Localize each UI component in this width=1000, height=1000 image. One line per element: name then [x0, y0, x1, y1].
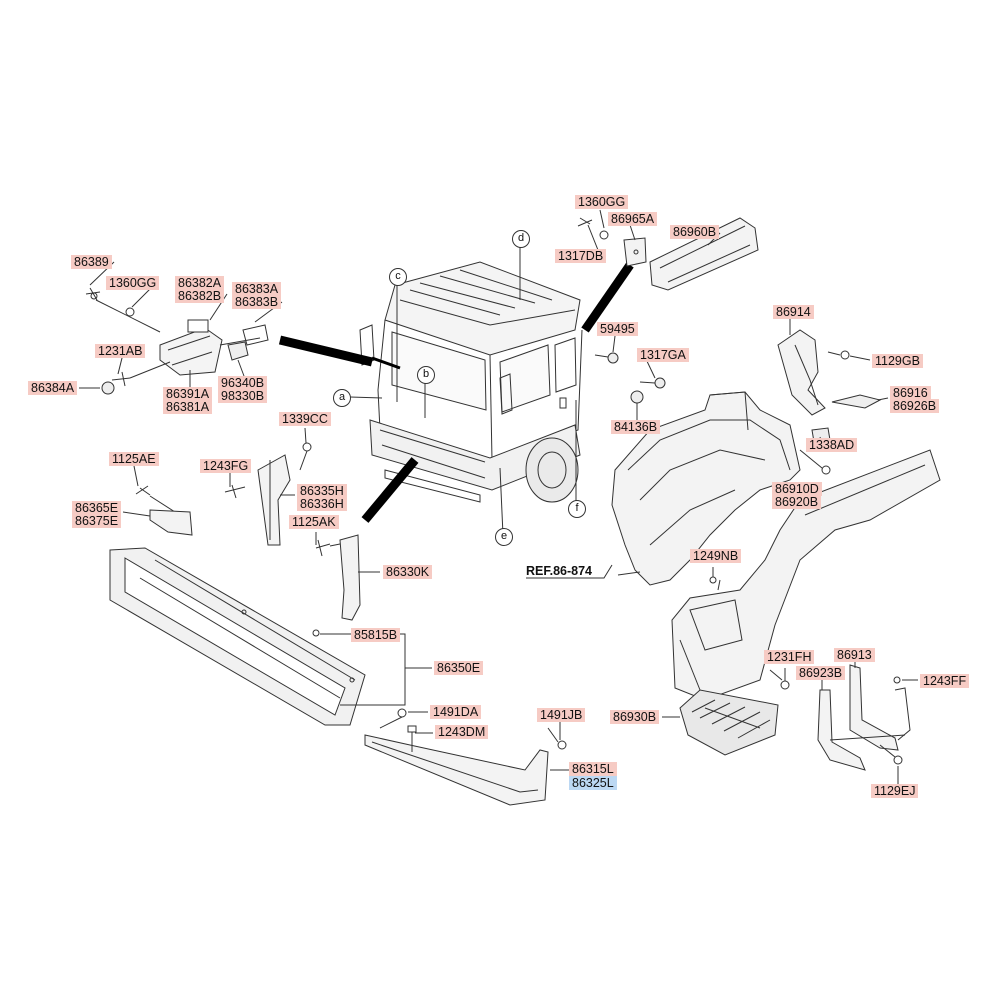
part-label: 86335H	[297, 484, 347, 498]
part-label: 59495	[597, 322, 638, 336]
part-label: 86382A	[175, 276, 225, 290]
step-plate-drawing	[679, 689, 779, 756]
part-label: 1243DM	[435, 725, 489, 739]
part-label: 86926B	[890, 399, 940, 413]
part-label: 1360GG	[106, 276, 160, 290]
callout-f: f	[568, 500, 586, 518]
part-label: 86381A	[163, 400, 213, 414]
callout-c: c	[389, 268, 407, 286]
center-brackets-drawing	[135, 442, 361, 621]
part-label: 86350E	[434, 661, 484, 675]
part-label: 1125AE	[109, 452, 159, 466]
side-step-panel-drawing	[671, 449, 941, 701]
part-label: 1243FF	[920, 674, 970, 688]
part-label: 86315L	[569, 762, 617, 776]
part-label: 86965A	[608, 212, 658, 226]
part-label: 1129GB	[872, 354, 923, 368]
reference-label: REF.86-874	[526, 564, 593, 578]
part-label: 96340B	[218, 376, 268, 390]
part-label: 85815B	[351, 628, 401, 642]
highlighted-part-label: 86325L	[569, 776, 617, 790]
grab-handle-drawing	[577, 217, 759, 291]
callout-e: e	[495, 528, 513, 546]
part-label: 1231AB	[95, 344, 146, 358]
mirror-bracket-assembly-drawing	[85, 287, 269, 395]
part-label: 86920B	[772, 495, 822, 509]
part-label: 1129EJ	[871, 784, 919, 798]
front-grille-drawing	[109, 547, 406, 726]
part-label: 86916	[890, 386, 931, 400]
lower-trim-drawing	[364, 708, 567, 806]
part-label: 1317GA	[637, 348, 689, 362]
part-label: 86910D	[772, 482, 822, 496]
part-label: 86923B	[796, 666, 846, 680]
part-label: 86960B	[670, 225, 720, 239]
callout-a: a	[333, 389, 351, 407]
part-label: 86383A	[232, 282, 282, 296]
part-label: 1125AK	[289, 515, 339, 529]
part-label: 86391A	[163, 387, 213, 401]
part-label: 84136B	[611, 420, 661, 434]
part-label: 86336H	[297, 497, 347, 511]
part-label: 86365E	[72, 501, 122, 515]
part-label: 1249NB	[690, 549, 742, 563]
part-label: 1243FG	[200, 459, 252, 473]
part-label: 86913	[834, 648, 875, 662]
part-label: 1338AD	[806, 438, 858, 452]
part-label: 86930B	[610, 710, 660, 724]
part-label: 98330B	[218, 389, 268, 403]
part-label: 1491DA	[430, 705, 482, 719]
callout-b: b	[417, 366, 435, 384]
side-stay-drawing	[777, 329, 882, 443]
front-fender-drawing	[611, 391, 831, 586]
part-label: 86383B	[232, 295, 282, 309]
part-label: 86382B	[175, 289, 225, 303]
part-label: 1317DB	[555, 249, 607, 263]
truck-cab-drawing	[359, 261, 583, 503]
part-label: 86914	[773, 305, 814, 319]
part-label: 1360GG	[575, 195, 629, 209]
side-bolts-drawing	[594, 352, 666, 404]
step-bracket-drawing	[817, 664, 911, 771]
part-label: 1339CC	[279, 412, 331, 426]
part-label: 1491JB	[537, 708, 586, 722]
part-label: 86384A	[28, 381, 78, 395]
callout-d: d	[512, 230, 530, 248]
part-label: 86375E	[72, 514, 122, 528]
part-label: 1231FH	[764, 650, 815, 664]
part-label: 86330K	[383, 565, 433, 579]
part-label: 86389	[71, 255, 112, 269]
